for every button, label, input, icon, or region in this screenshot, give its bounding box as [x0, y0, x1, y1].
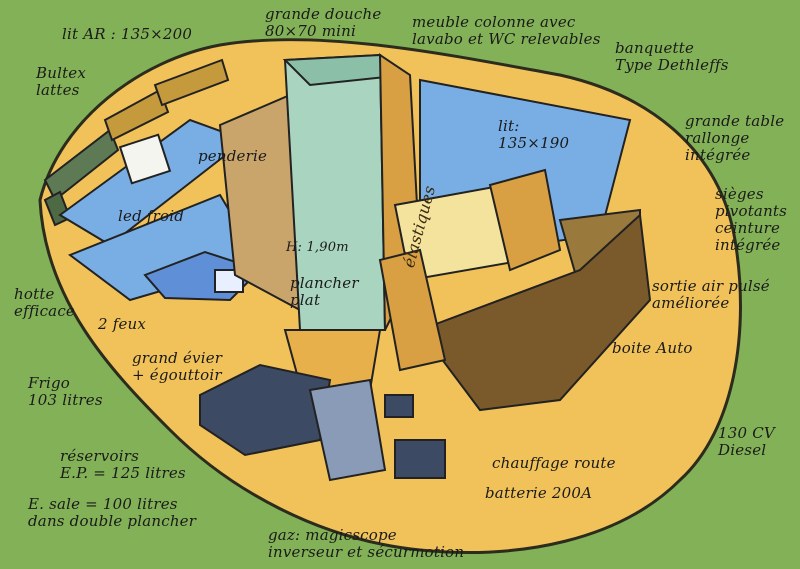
label-wardrobe: penderie: [198, 147, 268, 165]
cab-floor: [418, 212, 652, 412]
label-floor: plancher plat: [290, 274, 359, 309]
rear-window: [118, 133, 172, 185]
gas-bottle: [308, 378, 387, 482]
battery: [394, 439, 446, 479]
heater-unit: [384, 394, 414, 418]
label-fridge: Frigo 103 litres: [28, 374, 103, 409]
label-gearbox: boite Auto: [612, 339, 693, 357]
label-grey-water: E. sale = 100 litres dans double planche…: [28, 495, 197, 530]
label-heating: chauffage route: [492, 454, 616, 472]
vertical-bench: [378, 248, 447, 372]
label-gas: gaz: magicscope inverseur et sécurmotion: [268, 526, 465, 561]
label-sink: grand évier + égouttoir: [132, 349, 223, 384]
label-battery: batterie 200A: [485, 484, 593, 502]
label-air-outlet: sortie air pulsé améliorée: [652, 277, 770, 312]
label-rear-bed: lit AR : 135×200: [62, 25, 193, 43]
label-height: H: 1,90m: [286, 240, 349, 255]
label-bultex: Bultex lattes: [36, 64, 87, 99]
label-burners: 2 feux: [98, 315, 147, 333]
label-shower: grande douche 80×70 mini: [265, 5, 382, 40]
label-front-bed: lit: 135×190: [498, 117, 570, 152]
label-engine: 130 CV Diesel: [718, 424, 775, 459]
label-column-cabinet: meuble colonne avec lavabo et WC relevab…: [412, 13, 601, 48]
swivel-seat: [488, 168, 562, 272]
label-table: grande table rallonge intégrée: [685, 112, 785, 164]
label-led: led froid: [118, 207, 184, 225]
label-banquette: banquette Type Dethleffs: [615, 39, 729, 74]
label-tanks: réservoirs E.P. = 125 litres: [60, 447, 186, 482]
label-hood: hotte efficace: [14, 285, 75, 320]
label-seats: sièges pivotants ceinture intégrée: [715, 185, 788, 254]
water-tank: [199, 363, 332, 457]
